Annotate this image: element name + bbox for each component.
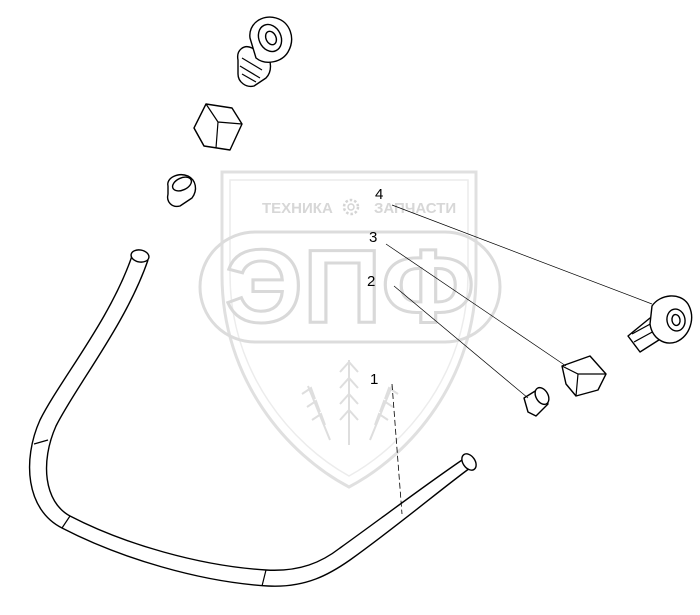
hex-nut-top [193,103,243,151]
pipe-inner [45,259,469,571]
pipe-end-top [130,249,150,263]
watermark-left-text: ТЕХНИКА [262,200,333,217]
leader-2 [393,285,529,399]
callout-label-3: 3 [369,229,377,246]
watermark-logo-text: ЭПФ [225,229,475,345]
watermark-shield [220,170,478,489]
leader-1 [391,383,403,515]
callout-label-1: 1 [370,371,378,388]
leader-3 [385,243,567,367]
leader-lines [385,204,653,515]
callout-label-4: 4 [375,186,383,203]
leader-4 [391,204,653,305]
banjo-fitting-right [627,295,693,353]
pipe-outer [28,255,471,587]
hex-nut-right [561,355,607,397]
banjo-fitting-top [237,16,293,88]
pipe-end-bottom [461,453,477,471]
watermark-shield-inner [229,179,469,477]
gear-icon [342,198,360,216]
watermark-logo-band [198,230,502,344]
ferrule-right [523,386,550,417]
ferrule-top [166,174,197,208]
watermark-wheat [301,360,399,445]
callout-label-2: 2 [367,273,375,290]
bent-pipe [28,249,477,587]
watermark-logo: ТЕХНИКА ЗАПЧАСТИ ЭПФ [198,170,502,489]
watermark-right-text: ЗАПЧАСТИ [374,200,456,217]
